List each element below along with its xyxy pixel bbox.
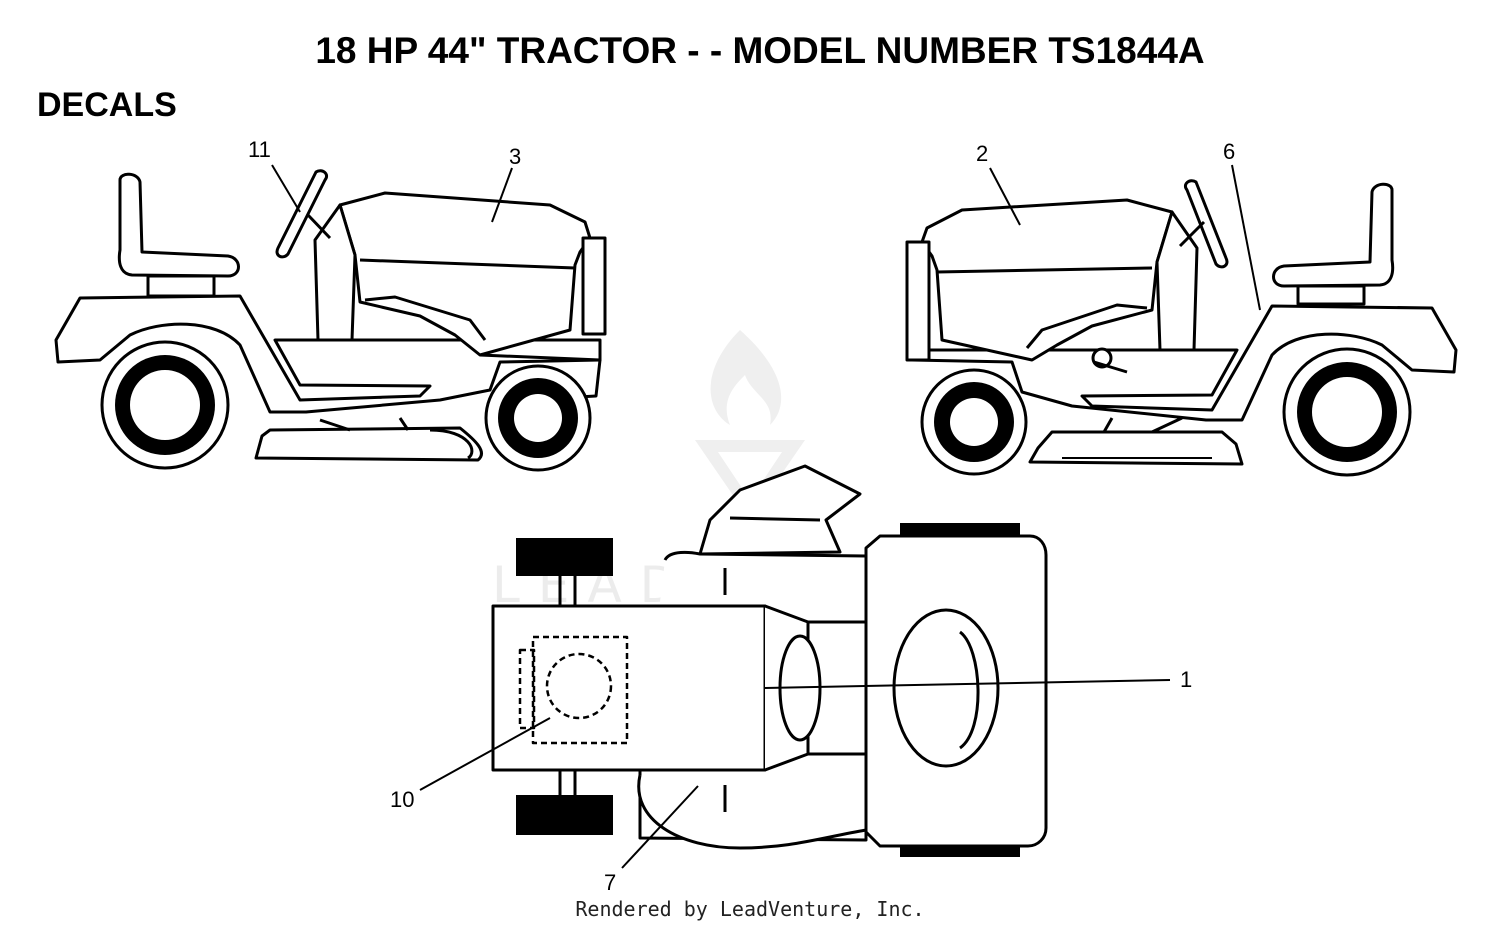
tractor-left-side-view bbox=[54, 169, 607, 472]
hood-right bbox=[920, 198, 1174, 362]
decal-circle-10 bbox=[545, 652, 613, 720]
callout-11: 11 bbox=[248, 137, 271, 162]
tire-top-right bbox=[900, 523, 1020, 537]
mower-deck-right bbox=[1028, 430, 1244, 466]
callout-10: 10 bbox=[390, 787, 414, 812]
footer-credit: Rendered by LeadVenture, Inc. bbox=[575, 897, 925, 921]
watermark-flame-icon bbox=[710, 330, 782, 425]
callout-leaders bbox=[271, 164, 1261, 869]
rear-fender-left bbox=[54, 294, 602, 414]
callout-6: 6 bbox=[1223, 139, 1235, 164]
steering-wheel-right bbox=[1183, 179, 1229, 269]
tractor-right-side-view bbox=[905, 179, 1458, 477]
callout-1: 1 bbox=[1180, 667, 1192, 692]
hood-dome-top bbox=[892, 608, 1000, 768]
section-heading: DECALS bbox=[37, 86, 177, 124]
grille-left bbox=[581, 236, 607, 336]
tire-bottom-left-rear bbox=[516, 795, 613, 835]
mower-deck-left bbox=[254, 426, 483, 462]
steering-wheel-left bbox=[275, 169, 329, 259]
diagram-title: 18 HP 44" TRACTOR - - MODEL NUMBER TS184… bbox=[315, 30, 1205, 71]
grille-right bbox=[905, 240, 931, 362]
tractor-top-view bbox=[491, 464, 1048, 857]
callout-3: 3 bbox=[509, 144, 521, 169]
seat-left bbox=[117, 172, 240, 278]
watermark-v-icon bbox=[695, 440, 805, 520]
callout-2: 2 bbox=[976, 141, 988, 166]
tire-top-left-rear bbox=[516, 538, 613, 576]
callout-7: 7 bbox=[604, 870, 616, 895]
seat-right bbox=[1272, 182, 1395, 288]
deck-top bbox=[637, 774, 867, 850]
rear-fender-right bbox=[910, 304, 1458, 422]
hood-left bbox=[338, 191, 592, 357]
